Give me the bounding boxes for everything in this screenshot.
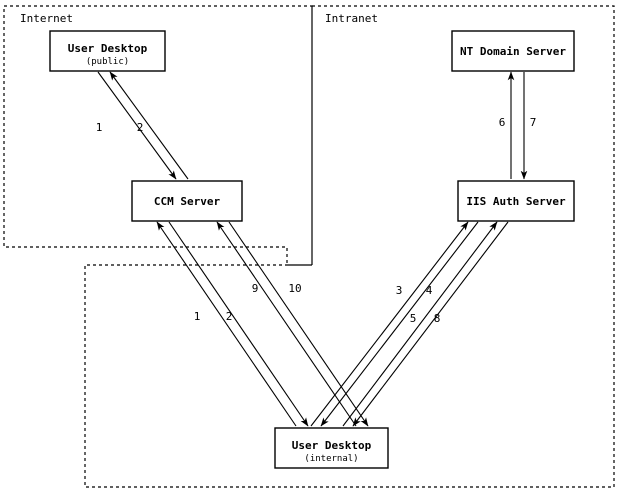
node-user-desktop-public[interactable]: User Desktop (public) bbox=[49, 30, 166, 72]
node-iis-auth-server[interactable]: IIS Auth Server bbox=[457, 180, 575, 222]
flow-label-2-internal: 2 bbox=[226, 310, 233, 323]
node-box-user-desktop-internal[interactable] bbox=[274, 427, 389, 469]
node-title-user-desktop-public: User Desktop bbox=[68, 42, 148, 55]
edge-flow-2-internal bbox=[168, 221, 309, 427]
flow-label-8: 8 bbox=[434, 312, 441, 325]
zone-label-internet: Internet bbox=[20, 12, 73, 25]
edge-flow-3 bbox=[310, 221, 469, 427]
flow-label-5: 5 bbox=[410, 312, 417, 325]
flow-label-3: 3 bbox=[396, 284, 403, 297]
edge-flow-1-internal bbox=[156, 221, 297, 427]
node-title-nt-domain-server: NT Domain Server bbox=[460, 45, 566, 58]
node-title-iis-auth-server: IIS Auth Server bbox=[466, 195, 566, 208]
flow-label-4: 4 bbox=[426, 284, 433, 297]
flow-label-1-public: 1 bbox=[96, 121, 103, 134]
node-title-user-desktop-internal: User Desktop bbox=[292, 439, 372, 452]
flow-label-7: 7 bbox=[530, 116, 537, 129]
flow-label-6: 6 bbox=[499, 116, 506, 129]
edge-flow-4 bbox=[320, 221, 479, 427]
edge-flow-5 bbox=[342, 221, 498, 427]
node-box-nt-domain-server[interactable] bbox=[451, 30, 575, 72]
node-box-user-desktop-public[interactable] bbox=[49, 30, 166, 72]
node-box-iis-auth-server[interactable] bbox=[457, 180, 575, 222]
node-nt-domain-server[interactable]: NT Domain Server bbox=[451, 30, 575, 72]
node-ccm-server[interactable]: CCM Server bbox=[131, 180, 243, 222]
zone-label-intranet: Intranet bbox=[325, 12, 378, 25]
flow-label-2-public: 2 bbox=[137, 121, 144, 134]
edge-flow-9 bbox=[216, 221, 357, 427]
node-box-ccm-server[interactable] bbox=[131, 180, 243, 222]
node-subtitle-user-desktop-internal: (internal) bbox=[304, 454, 358, 464]
flow-label-1-internal: 1 bbox=[194, 310, 201, 323]
node-user-desktop-internal[interactable]: User Desktop (internal) bbox=[274, 427, 389, 469]
flow-label-9: 9 bbox=[252, 282, 259, 295]
edge-flow-1-public bbox=[97, 71, 177, 180]
edge-flow-2-public bbox=[109, 71, 189, 180]
node-subtitle-user-desktop-public: (public) bbox=[86, 57, 129, 67]
edge-flow-8 bbox=[352, 221, 509, 427]
zone-intranet-boundary bbox=[84, 5, 615, 488]
edge-flow-10 bbox=[228, 221, 369, 427]
node-title-ccm-server: CCM Server bbox=[154, 195, 221, 208]
flow-label-10: 10 bbox=[288, 282, 301, 295]
